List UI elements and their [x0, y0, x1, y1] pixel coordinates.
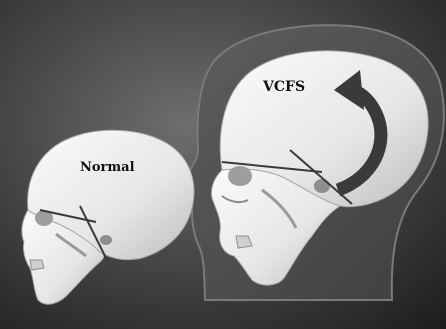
vcfs-ear-canal: [314, 179, 330, 193]
normal-teeth: [30, 260, 44, 270]
normal-label: Normal: [80, 160, 135, 175]
normal-ear-canal: [100, 235, 112, 245]
vcfs-eye-socket: [228, 166, 252, 186]
vcfs-label: VCFS: [263, 79, 305, 95]
